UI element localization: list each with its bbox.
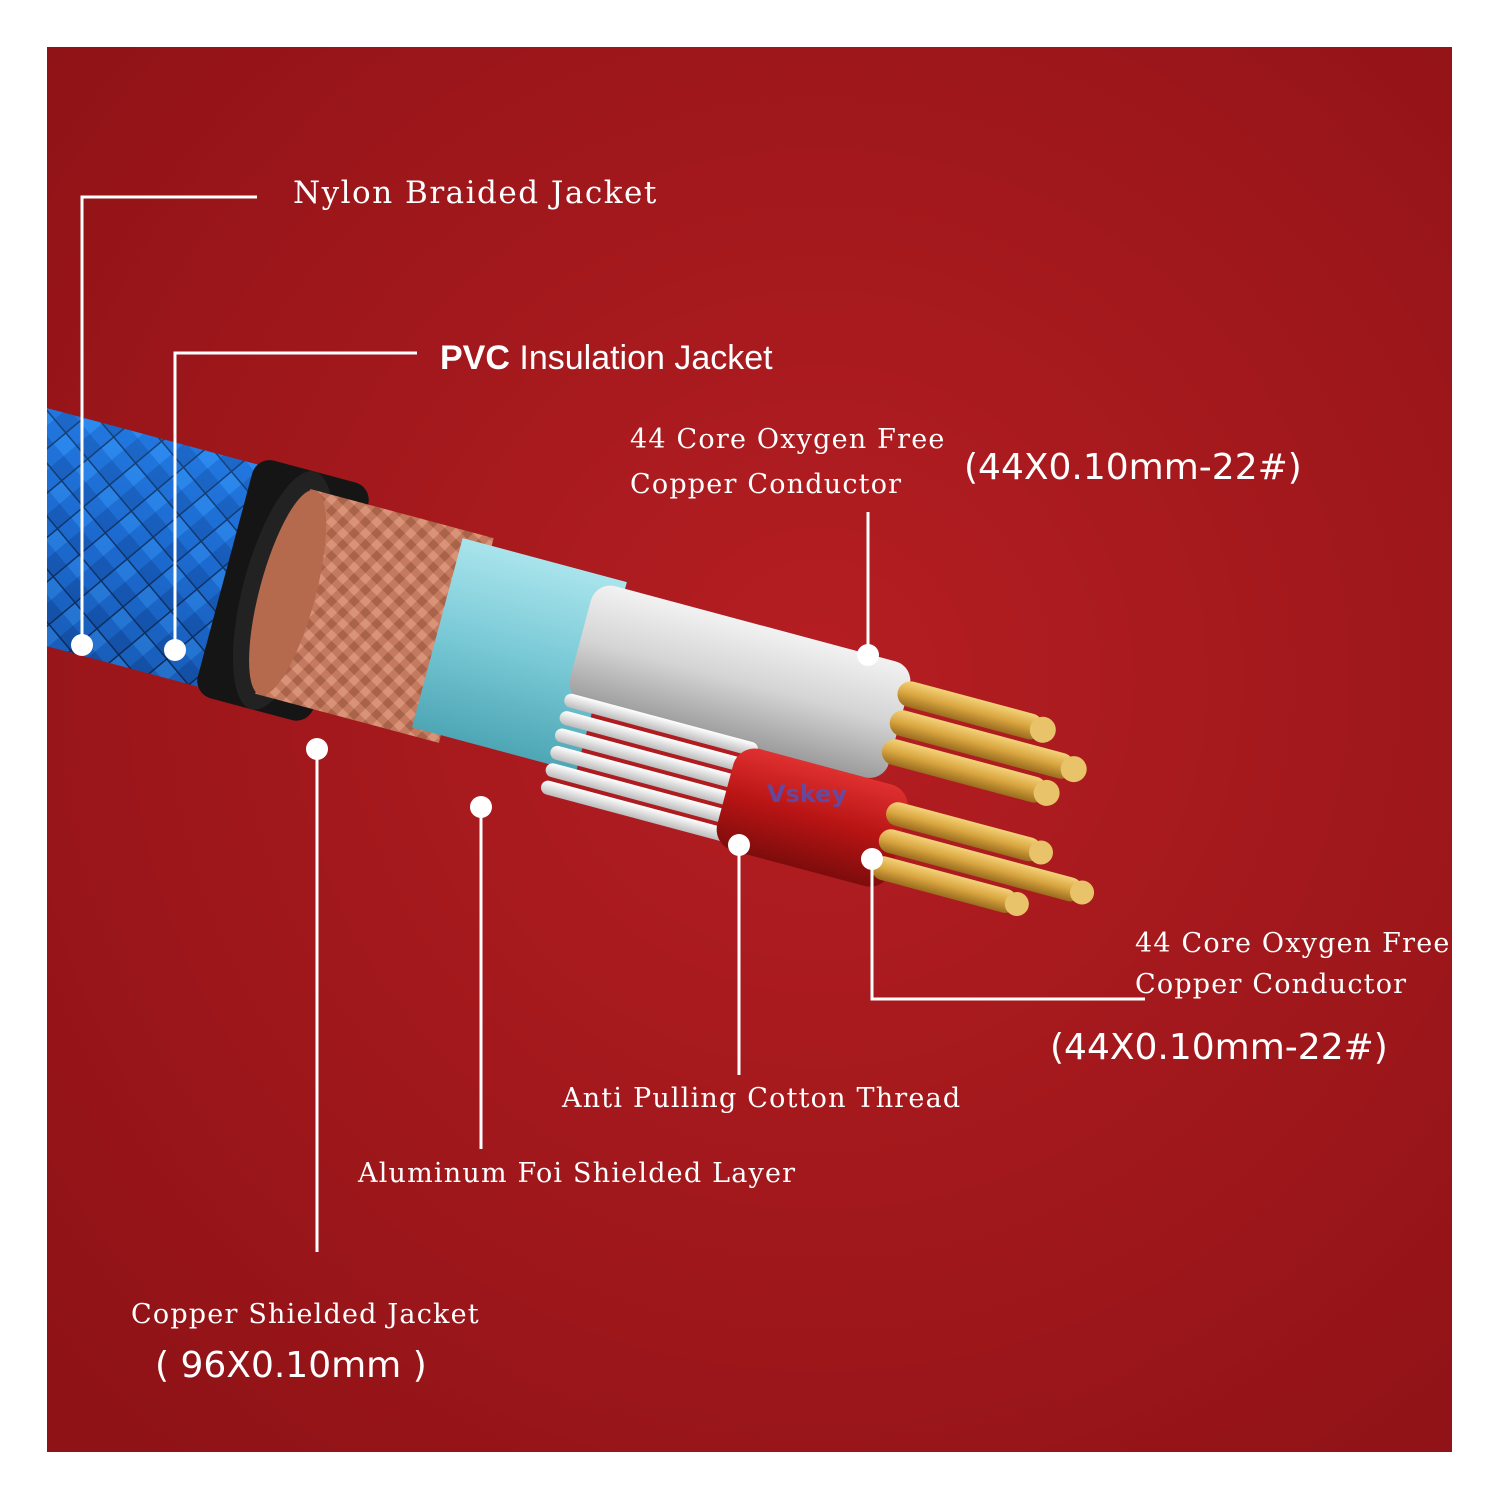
cable-illustration: Vskey (47, 47, 1452, 1452)
label-conductor-top-spec: (44X0.10mm-22#) (964, 447, 1302, 488)
label-conductor-bottom-line2: Copper Conductor (1135, 969, 1408, 1000)
diagram-panel: Vskey Nylon Bra (47, 47, 1452, 1452)
label-pvc-rest: Insulation Jacket (519, 339, 773, 377)
label-pvc-prefix: PVC (440, 339, 510, 377)
label-nylon-jacket: Nylon Braided Jacket (293, 175, 658, 211)
label-conductor-top-line1: 44 Core Oxygen Free (630, 424, 946, 455)
label-conductor-top-line2: Copper Conductor (630, 469, 903, 500)
label-conductor-bottom-line1: 44 Core Oxygen Free (1135, 928, 1451, 959)
gold-wires-bottom (871, 802, 1095, 916)
label-cotton-thread: Anti Pulling Cotton Thread (562, 1083, 962, 1114)
gray-core-section (569, 585, 911, 778)
label-pvc-jacket: PVC Insulation Jacket (440, 339, 773, 378)
watermark: Vskey (767, 780, 847, 808)
gold-wires-top (881, 681, 1087, 806)
anchor-dots (71, 634, 883, 870)
cable (47, 401, 1095, 916)
red-core-section (716, 748, 908, 887)
label-copper-jacket: Copper Shielded Jacket (131, 1299, 480, 1330)
label-conductor-bottom-spec: (44X0.10mm-22#) (1050, 1027, 1388, 1068)
leader-lines (80, 195, 1145, 1252)
label-copper-jacket-spec: ( 96X0.10mm ) (155, 1345, 427, 1386)
label-aluminum-layer: Aluminum Foi Shielded Layer (358, 1158, 797, 1189)
cotton-threads (540, 693, 763, 846)
